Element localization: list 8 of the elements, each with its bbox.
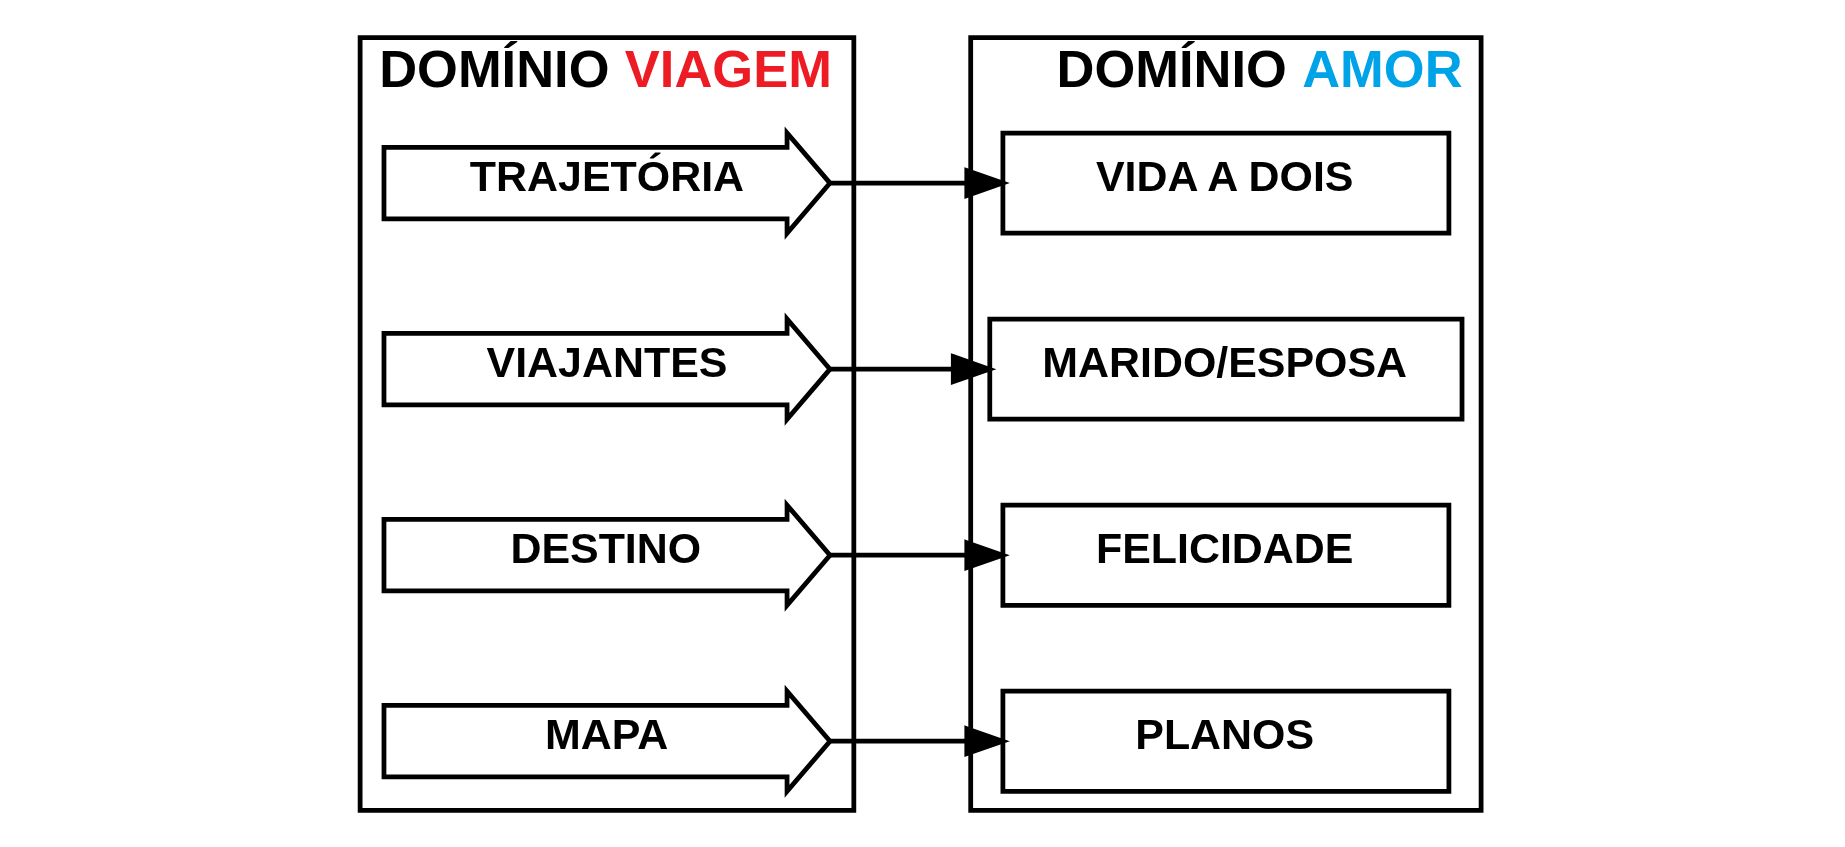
arrow: [829, 166, 1010, 199]
node-box: MARIDO/ESPOSA: [986, 316, 1464, 422]
node-box: PLANOS: [1000, 688, 1451, 794]
node-box: VIDA A DOIS: [1000, 130, 1451, 236]
node-box: FELICIDADE: [1000, 502, 1451, 608]
arrow: [829, 538, 1010, 571]
arrow: [829, 352, 996, 385]
arrow: [829, 724, 1010, 757]
